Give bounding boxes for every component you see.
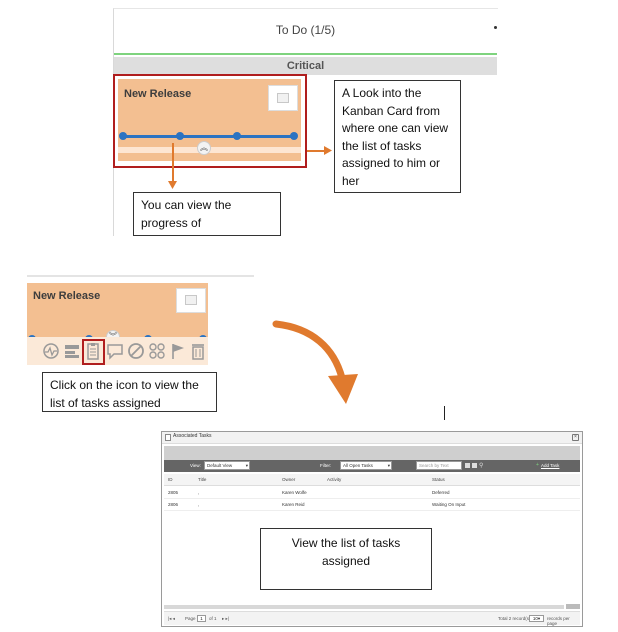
curved-arrow [272,320,358,404]
double-chevron-up-icon[interactable]: ︽ [197,141,211,155]
column-divider [114,53,497,55]
clipboard-tasks-icon[interactable] [84,342,102,360]
card-title: New Release [124,88,192,100]
card-avatar [176,288,206,313]
clipboard-icon [165,434,171,441]
per-page-label: records per page [547,616,570,626]
per-page-value: 10 [532,616,538,621]
block-icon[interactable] [127,342,145,360]
table-row[interactable]: 2805 , Karen Wolfe Deferred [164,487,580,499]
card-area-top-border [27,275,254,277]
kanban-card[interactable]: New Release ︽ [118,79,301,161]
chevron-down-icon: ▾ [387,463,390,468]
chevron-down-icon: ▾ [537,616,541,621]
filter-select-value: All Open Tasks [343,463,373,468]
tasks-table-header: ID Title Owner Activity Status [164,474,580,486]
filter-select[interactable]: All Open Tasks ▾ [340,461,392,470]
page-label: Page [185,616,196,621]
window-header-band [164,446,580,460]
search-icon[interactable]: ⚲ [479,463,484,469]
arrow-head-right [324,146,332,155]
card-toolbar [27,337,208,365]
image-placeholder-icon [277,93,289,103]
arrow-to-kanban-callout [307,150,327,152]
cell-title: , [198,502,200,507]
plus-icon: + [536,462,539,468]
column-menu-dot[interactable] [494,26,497,29]
lane-header-critical[interactable]: Critical [114,57,497,75]
filter-icon[interactable] [465,463,470,468]
window-title: Associated Tasks [173,433,212,439]
card-highlight-frame [113,74,307,168]
column-header-id[interactable]: ID [168,477,173,482]
progress-dot[interactable] [176,132,184,140]
filter-bar: View: Default View ▾ Filter: All Open Tas… [164,460,580,472]
progress-dot[interactable] [233,132,241,140]
view-select[interactable]: Default View ▾ [204,461,250,470]
arrow-to-progress-callout [172,143,174,183]
scrollbar-thumb[interactable] [566,604,580,609]
card-avatar [268,85,298,111]
cell-id: 2806 [168,502,179,507]
cell-owner: Karen Wolfe [282,490,307,495]
filter-label: Filter: [320,463,332,468]
close-icon[interactable]: × [572,434,579,441]
callout-task-list: View the list of tasks assigned [260,528,432,590]
callout-icon-click: Click on the icon to view the list of ta… [42,372,217,412]
column-header-activity[interactable]: Activity [327,477,342,482]
view-label: View: [190,463,201,468]
text-cursor [444,406,445,420]
progress-track [123,135,296,138]
column-header-status[interactable]: Status [432,477,445,482]
view-select-value: Default View [207,463,233,468]
cell-status: Waiting On Input [432,502,466,507]
column-title: To Do (1/5) [275,23,336,37]
add-task-link[interactable]: Add Task [541,463,560,468]
link-icon[interactable] [148,342,166,360]
grid-icon[interactable] [472,463,477,468]
progress-dot[interactable] [290,132,298,140]
cell-status: Deferred [432,490,450,495]
icon-highlight-frame [82,339,105,365]
comment-icon[interactable] [106,342,124,360]
activity-icon[interactable] [42,342,60,360]
first-page-icon[interactable]: |◂ ◂ [168,616,175,621]
card-title: New Release [33,290,101,302]
image-placeholder-icon [185,295,197,305]
cell-title: , [198,490,200,495]
column-header-owner[interactable]: Owner [282,477,296,482]
pager-bar: |◂ ◂ Page 1 of 1 ▸ ▸| Total 2 record(s) … [164,611,580,626]
card-stack-icon[interactable] [63,342,81,360]
window-title-bar: Associated Tasks × [162,432,582,444]
last-page-icon[interactable]: ▸ ▸| [222,616,229,621]
cell-id: 2805 [168,490,179,495]
horizontal-scrollbar[interactable] [164,605,564,609]
total-records: Total 2 record(s) [498,616,531,621]
page-number-input[interactable]: 1 [197,615,206,622]
callout-kanban-card: A Look into the Kanban Card from where o… [334,80,461,193]
per-page-select[interactable]: 10▾ [529,615,544,622]
trash-icon[interactable] [189,342,207,360]
chevron-down-icon: ▾ [245,463,248,468]
search-input[interactable]: Search by Text [416,461,462,470]
column-header-title[interactable]: Title [198,477,207,482]
cell-owner: Karen Reid [282,502,305,507]
table-row[interactable]: 2806 , Karen Reid Waiting On Input [164,499,580,511]
progress-dot[interactable] [119,132,127,140]
callout-progress: You can view the progress of [133,192,281,236]
flag-icon[interactable] [169,342,187,360]
page-count-label: of 1 [209,616,217,621]
arrow-head-down [168,181,177,189]
